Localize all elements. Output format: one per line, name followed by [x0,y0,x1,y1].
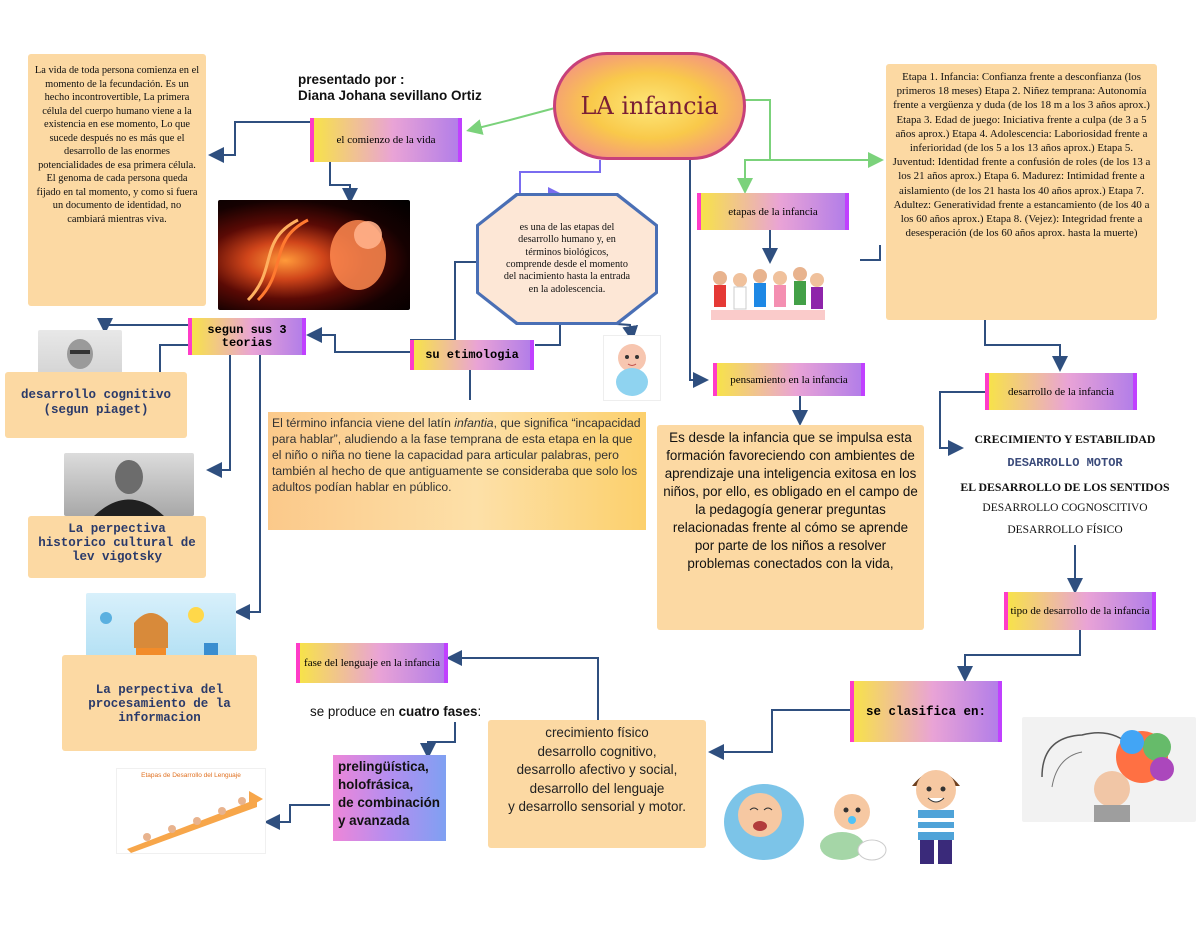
teoria-vigotsky: La perpectiva historico cultural de lev … [28,516,206,578]
etimologia-italic: infantia [454,416,494,430]
clasifica-label: se clasifica en: [850,681,1002,742]
title-pill: LA infancia [553,52,746,160]
brain-child-image [1022,717,1196,822]
teorias-label: segun sus 3 teorias [188,318,306,355]
crawling-baby-illustration [812,790,892,866]
baby-image [604,336,660,400]
pensamiento-note: Es desde la infancia que se impulsa esta… [657,425,924,630]
definition-text: es una de las etapas del desarrollo huma… [503,221,631,295]
fetus-image [218,200,410,310]
definition-octagon: es una de las etapas del desarrollo huma… [476,193,658,325]
boy-illustration [898,756,974,868]
lenguaje-label: fase del lenguaje en la infancia [296,643,448,683]
desarrollo-item: EL DESARROLLO DE LOS SENTIDOS [960,480,1170,494]
etapas-note: Etapa 1. Infancia: Confianza frente a de… [886,64,1157,320]
desarrollo-item: DESARROLLO MOTOR [1007,456,1123,470]
tipo-label: tipo de desarrollo de la infancia [1004,592,1156,630]
desarrollo-item: DESARROLLO FÍSICO [1007,524,1123,536]
fases-box: prelingüística, holofrásica, de combinac… [333,755,446,841]
language-stages-title: Etapas de Desarrollo del Lenguaje [141,772,241,779]
crying-baby-illustration [720,770,808,864]
comienzo-note: La vida de toda persona comienza en el m… [28,54,206,306]
etimologia-note: El término infancia viene del latín infa… [268,412,646,530]
fases-intro: se produce en cuatro fases: [310,704,482,719]
desarrollo-item: DESARROLLO COGNOSCITIVO [982,502,1148,514]
clasifica-note: crecimiento físico desarrollo cognitivo,… [488,720,706,848]
teoria-piaget: desarrollo cognitivo (segun piaget) [5,372,187,438]
etimologia-label: su etimologia [410,340,534,370]
presenter-text: presentado por : Diana Johana sevillano … [298,72,482,103]
page-title: LA infancia [580,92,719,120]
pensamiento-label: pensamiento en la infancia [713,363,865,396]
desarrollo-label: desarrollo de la infancia [985,373,1137,410]
vigotsky-photo [64,453,194,516]
children-group-image [705,258,831,332]
teoria-procesamiento: La perpectiva del procesamiento de la in… [62,655,257,751]
desarrollo-item: CRECIMIENTO Y ESTABILIDAD [974,432,1156,446]
language-stages-image: Etapas de Desarrollo del Lenguaje [116,768,266,854]
etapas-label: etapas de la infancia [697,193,849,230]
comienzo-label: el comienzo de la vida [310,118,462,162]
